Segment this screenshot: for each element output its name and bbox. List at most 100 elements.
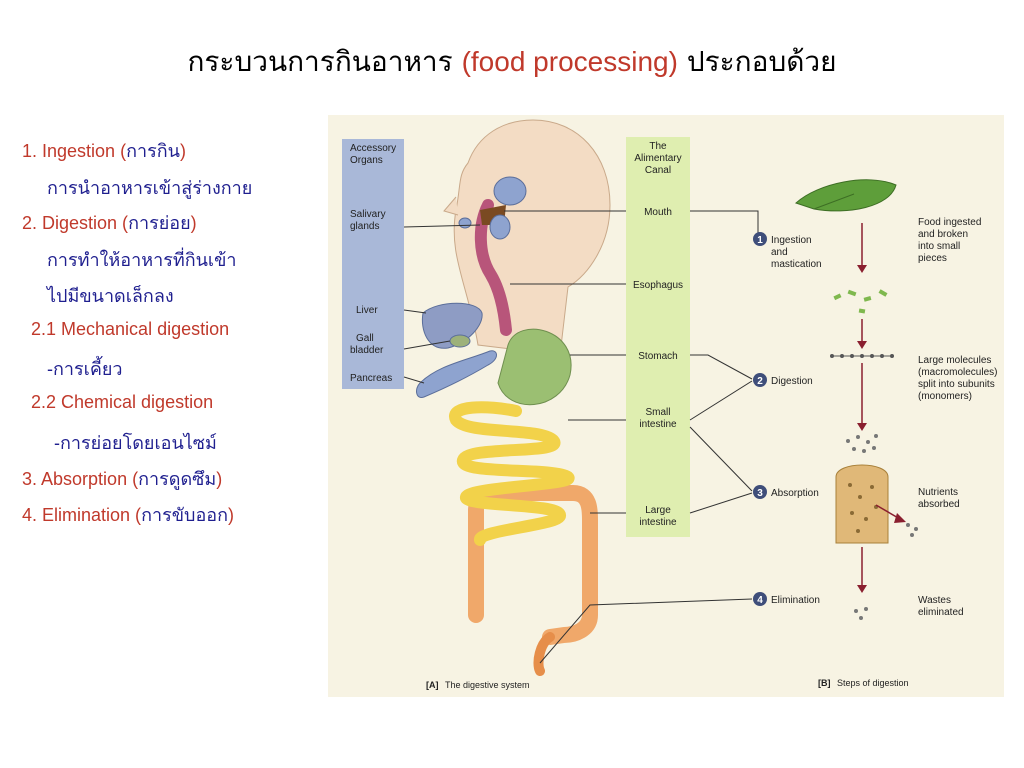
step-2-number: 2	[757, 376, 763, 387]
waste-dots	[854, 607, 868, 620]
outline-item-digestion-desc-1: การทำให้อาหารที่กินเข้า	[47, 250, 237, 270]
outline-item-chemical: 2.2 Chemical digestion	[31, 392, 214, 412]
outline-item-ingestion-desc: การนำอาหารเข้าสู่ร่างกาย	[47, 178, 253, 198]
esophagus-label: Esophagus	[633, 280, 683, 291]
small-intestine-label-1: Small	[645, 407, 670, 418]
food-desc-1: Food ingested	[918, 217, 981, 228]
gall-bladder-shape	[449, 334, 471, 348]
small-to-step2	[689, 380, 753, 421]
absorb-arrow-head	[894, 513, 906, 523]
salivary-label-1: Salivary	[350, 209, 386, 220]
arrow-2-head	[857, 341, 867, 349]
gall-label-2: bladder	[350, 345, 384, 356]
step-2-label: Digestion	[771, 376, 813, 387]
molecules-desc-2: (macromolecules)	[918, 367, 997, 378]
digestive-system-diagram: Accessory Organs Salivary glands Liver G…	[328, 115, 1004, 697]
outline-item-absorption: 3. Absorption (การดูดซึม)	[22, 464, 222, 493]
step-1-label-2: and	[771, 247, 788, 258]
macromolecule-chain	[830, 354, 894, 358]
liver-label: Liver	[356, 305, 378, 316]
stomach-shape	[497, 328, 572, 406]
step-4-number: 4	[757, 595, 763, 606]
food-desc-3: into small	[918, 241, 960, 252]
elimination-thai: การขับออก	[141, 505, 228, 525]
step-1-badge	[753, 232, 767, 246]
molecules-desc-1: Large molecules	[918, 355, 991, 366]
gall-label-1: Gall	[356, 333, 374, 344]
stomach-to-step2	[690, 354, 753, 380]
canal-header-1: The	[649, 141, 667, 152]
villus-dots	[848, 483, 878, 533]
head-illustration	[443, 119, 611, 356]
absorption-thai: การดูดซึม	[138, 469, 217, 489]
pancreas-leader	[403, 376, 425, 384]
nutrients-desc-1: Nutrients	[918, 487, 958, 498]
wastes-desc-2: eliminated	[918, 607, 964, 618]
accessory-labels: Accessory Organs Salivary glands Liver G…	[350, 143, 396, 384]
step-2-badge	[753, 373, 767, 387]
elimination-label: 4. Elimination (	[22, 505, 142, 525]
step-4-badge	[753, 592, 767, 606]
molecules-desc-3: split into subunits	[918, 379, 995, 390]
nutrients-desc-2: absorbed	[918, 499, 960, 510]
descriptions: Food ingested and broken into small piec…	[918, 217, 997, 618]
outline-item-mechanical: 2.1 Mechanical digestion	[31, 319, 230, 339]
canal-header-2: Alimentary	[634, 153, 681, 164]
step-1-label-1: Ingestion	[771, 235, 812, 246]
title-thai-after: ประกอบด้วย	[686, 45, 837, 78]
digestion-process-column	[795, 179, 918, 620]
molecules-desc-4: (monomers)	[918, 391, 972, 402]
outline-item-digestion-desc-2: ไปมีขนาดเล็กลง	[47, 286, 174, 306]
ingestion-label: 1. Ingestion (	[22, 141, 127, 161]
stomach-label: Stomach	[638, 351, 677, 362]
accessory-organs-column	[342, 139, 404, 389]
small-intestine-label-2: intestine	[639, 419, 677, 430]
food-desc-4: pieces	[918, 253, 947, 264]
organ-leader-lines	[403, 210, 759, 664]
step-1: 1 Ingestion and mastication	[753, 232, 822, 270]
step-4-label: Elimination	[771, 595, 820, 606]
villus-icon	[835, 464, 889, 544]
gall-leader	[403, 340, 451, 350]
accessory-header-2: Organs	[350, 155, 383, 166]
leaf-pieces	[833, 289, 888, 314]
large-to-step3	[689, 492, 753, 514]
rectum-to-step4	[539, 598, 753, 664]
outline-item-enzyme: -การย่อยโดยเอนไซม์	[54, 433, 217, 453]
caption-b-text: Steps of digestion	[837, 678, 909, 688]
step-3-badge	[753, 485, 767, 499]
food-desc-2: and broken	[918, 229, 968, 240]
step-3-label: Absorption	[771, 488, 819, 499]
leaf-vein	[813, 193, 855, 210]
canal-header-3: Canal	[645, 165, 671, 176]
caption-a-tag: [A]	[426, 680, 439, 690]
paren-close: )	[216, 469, 223, 489]
arrow-1-head	[857, 265, 867, 273]
outline-item-elimination: 4. Elimination (การขับออก)	[22, 500, 234, 529]
arrow-3-head	[857, 423, 867, 431]
step-1-number: 1	[757, 235, 763, 246]
large-intestine-label-2: intestine	[639, 517, 677, 528]
alimentary-canal-column	[626, 137, 690, 537]
digestion-thai: การย่อย	[128, 213, 191, 233]
caption-b-tag: [B]	[818, 678, 831, 688]
pancreas-shape	[416, 350, 497, 398]
title-thai-before: กระบวนการกินอาหาร	[187, 45, 453, 78]
ingestion-thai: การกิน	[126, 141, 180, 161]
captions: [A] The digestive system [B] Steps of di…	[426, 678, 909, 690]
outline-item-chewing: -การเคี้ยว	[47, 359, 123, 379]
salivary-label-2: glands	[350, 221, 379, 232]
mouth-label: Mouth	[644, 207, 672, 218]
small-to-step3	[689, 426, 753, 492]
small-intestine-shape	[448, 401, 575, 546]
paren-close: )	[190, 213, 197, 233]
pancreas-label: Pancreas	[350, 373, 392, 384]
leaf-icon	[795, 179, 897, 212]
paren-close: )	[179, 141, 186, 161]
paren-close: )	[228, 505, 234, 525]
step-1-label-3: mastication	[771, 259, 822, 270]
outline-item-ingestion: 1. Ingestion (การกิน)	[22, 136, 186, 165]
monomer-dots	[846, 434, 878, 453]
caption-a-text: The digestive system	[445, 680, 530, 690]
salivary-glands-shape	[458, 176, 527, 240]
